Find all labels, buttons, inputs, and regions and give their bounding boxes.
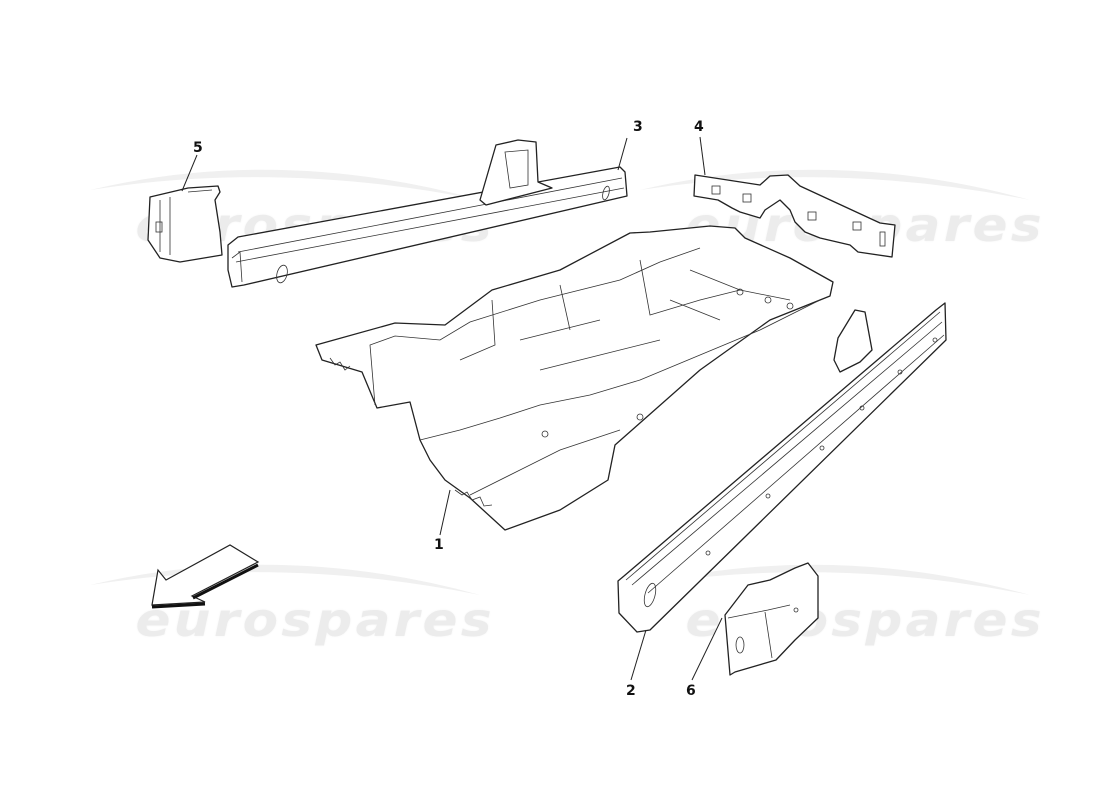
callout-2: 2 [626,683,636,699]
callout-3: 3 [633,119,643,135]
front-direction-arrow-icon [151,544,260,609]
callout-4: 4 [694,119,704,135]
callout-5: 5 [193,140,203,156]
callout-1: 1 [434,537,444,553]
part-4-rear-cross-member[interactable] [693,174,896,258]
part-6-bracket[interactable] [724,562,819,676]
callout-6: 6 [686,683,696,699]
leader-lines [181,136,723,681]
part-3-side-sill[interactable] [227,139,628,288]
part-1-floor-pan[interactable] [315,225,834,531]
part-2-side-sill[interactable] [617,302,947,633]
part-5-bracket[interactable] [147,185,223,263]
